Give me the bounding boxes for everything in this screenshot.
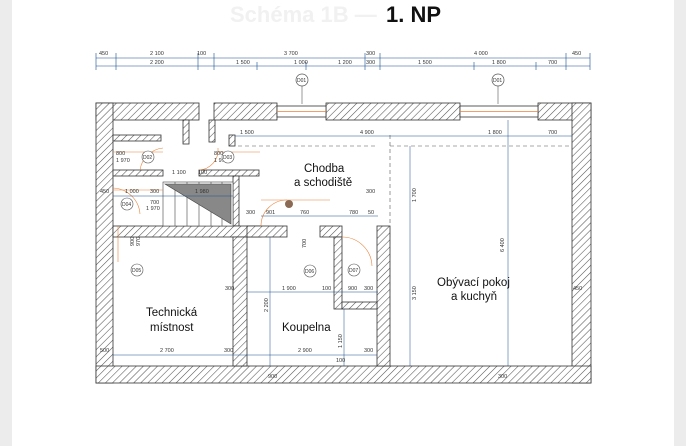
faded-title: Schéma 1B — bbox=[230, 2, 377, 27]
dim-label: 3 700 bbox=[284, 51, 298, 57]
dim-label: 1 970 bbox=[214, 158, 228, 164]
dim-label: 300 bbox=[246, 210, 255, 216]
dim-label: 300 bbox=[366, 189, 375, 195]
dim-label: 800 bbox=[214, 151, 223, 157]
door-tag-label: D05 bbox=[132, 268, 141, 274]
dim-label: 700 bbox=[548, 60, 557, 66]
dim-label: 800 bbox=[116, 151, 125, 157]
dim-label: 6 400 bbox=[500, 238, 506, 252]
staircase bbox=[162, 181, 234, 227]
room-name: Chodba bbox=[304, 163, 345, 175]
door-tags bbox=[120, 150, 361, 278]
dim-label: 100 bbox=[322, 286, 331, 292]
dim-label: 1 800 bbox=[488, 130, 502, 136]
dim-label: 300 bbox=[224, 348, 233, 354]
dim-label: 2 200 bbox=[150, 60, 164, 66]
dim-label: 780 bbox=[349, 210, 358, 216]
dim-label: 1 000 bbox=[125, 189, 139, 195]
outer-walls bbox=[95, 102, 592, 384]
dim-label: 100 bbox=[197, 51, 206, 57]
door-tag-labels: D02 D03 D04 D05 D06 D07 bbox=[122, 155, 358, 275]
dim-label: 300 bbox=[150, 189, 159, 195]
page-title: 1. NP bbox=[386, 2, 442, 27]
dim-label: 2 700 bbox=[160, 348, 174, 354]
dim-label: 450 bbox=[573, 286, 582, 292]
room-name: Koupelna bbox=[282, 322, 331, 334]
top-dimension-chain bbox=[95, 53, 591, 70]
room-name: a schodiště bbox=[294, 177, 352, 189]
window-tag-label: D01 bbox=[297, 78, 306, 84]
dim-label: 901 bbox=[266, 210, 275, 216]
internal-dimension-lines bbox=[113, 120, 572, 366]
dim-label: 970 bbox=[136, 237, 142, 246]
top-dimension-labels-row1: 450 2 100 100 3 700 300 4 000 450 bbox=[99, 51, 581, 57]
dim-label: 900 bbox=[130, 237, 136, 246]
dim-label: 450 bbox=[100, 189, 109, 195]
door-tag-label: D02 bbox=[143, 155, 152, 161]
dim-label: 500 bbox=[100, 348, 109, 354]
dim-label: 300 bbox=[364, 286, 373, 292]
dim-label: 100 bbox=[336, 358, 345, 364]
interior-walls bbox=[112, 119, 391, 367]
dim-label: 300 bbox=[366, 51, 375, 57]
top-dimension-labels-row2: 2 200 1 500 1 000 1 200 300 1 500 1 800 … bbox=[150, 60, 557, 66]
room-name: a kuchyň bbox=[451, 291, 497, 303]
door-tag-label: D03 bbox=[223, 155, 232, 161]
dim-label: 1 100 bbox=[172, 170, 186, 176]
fixture-icon bbox=[285, 200, 293, 208]
dim-label: 1 800 bbox=[492, 60, 506, 66]
dim-label: 760 bbox=[300, 210, 309, 216]
dim-label: 1 500 bbox=[236, 60, 250, 66]
dim-label: 300 bbox=[498, 374, 507, 380]
dim-label: 4 000 bbox=[474, 51, 488, 57]
window-tag-label: D01 bbox=[493, 78, 502, 84]
internal-dimension-labels: 1 500 4 900 1 800 700 800 1 970 800 1 97… bbox=[100, 130, 582, 380]
door-tag-label: D04 bbox=[122, 202, 131, 208]
dim-label: 1 150 bbox=[338, 334, 344, 348]
dim-label: 1 900 bbox=[282, 286, 296, 292]
dim-label: 50 bbox=[368, 210, 374, 216]
dim-label: 300 bbox=[225, 286, 234, 292]
room-name: Obývací pokoj bbox=[437, 277, 510, 289]
dim-label: 700 bbox=[302, 239, 308, 248]
dim-label: 4 900 bbox=[360, 130, 374, 136]
dim-label: 1 200 bbox=[338, 60, 352, 66]
dim-label: 1 980 bbox=[195, 189, 209, 195]
door-tag-label: D06 bbox=[305, 269, 314, 275]
room-name: Technická bbox=[146, 307, 198, 319]
dim-label: 2 100 bbox=[150, 51, 164, 57]
dim-label: 900 bbox=[268, 374, 277, 380]
dim-label: 1 500 bbox=[240, 130, 254, 136]
window-tag-right: D01 bbox=[491, 73, 505, 104]
dim-label: 1 000 bbox=[294, 60, 308, 66]
room-name: místnost bbox=[150, 322, 194, 334]
dim-label: 450 bbox=[99, 51, 108, 57]
dim-label: 700 bbox=[150, 200, 159, 206]
room-labels: Chodba a schodiště Technická místnost Ko… bbox=[146, 163, 510, 334]
dim-label: 1 500 bbox=[418, 60, 432, 66]
dim-label: 2 900 bbox=[298, 348, 312, 354]
dim-label: 1 970 bbox=[116, 158, 130, 164]
dim-label: 450 bbox=[572, 51, 581, 57]
dim-label: 900 bbox=[348, 286, 357, 292]
dim-label: 700 bbox=[548, 130, 557, 136]
dim-label: 2 200 bbox=[264, 298, 270, 312]
dim-label: 1 970 bbox=[146, 206, 160, 212]
door-tag-label: D07 bbox=[349, 268, 358, 274]
dim-label: 3 150 bbox=[412, 286, 418, 300]
dim-label: 300 bbox=[366, 60, 375, 66]
window-tag-left: D01 bbox=[295, 73, 309, 104]
hidden-lines bbox=[231, 135, 572, 366]
dim-label: 1 700 bbox=[412, 188, 418, 202]
dim-label: 100 bbox=[198, 170, 207, 176]
dim-label: 300 bbox=[364, 348, 373, 354]
